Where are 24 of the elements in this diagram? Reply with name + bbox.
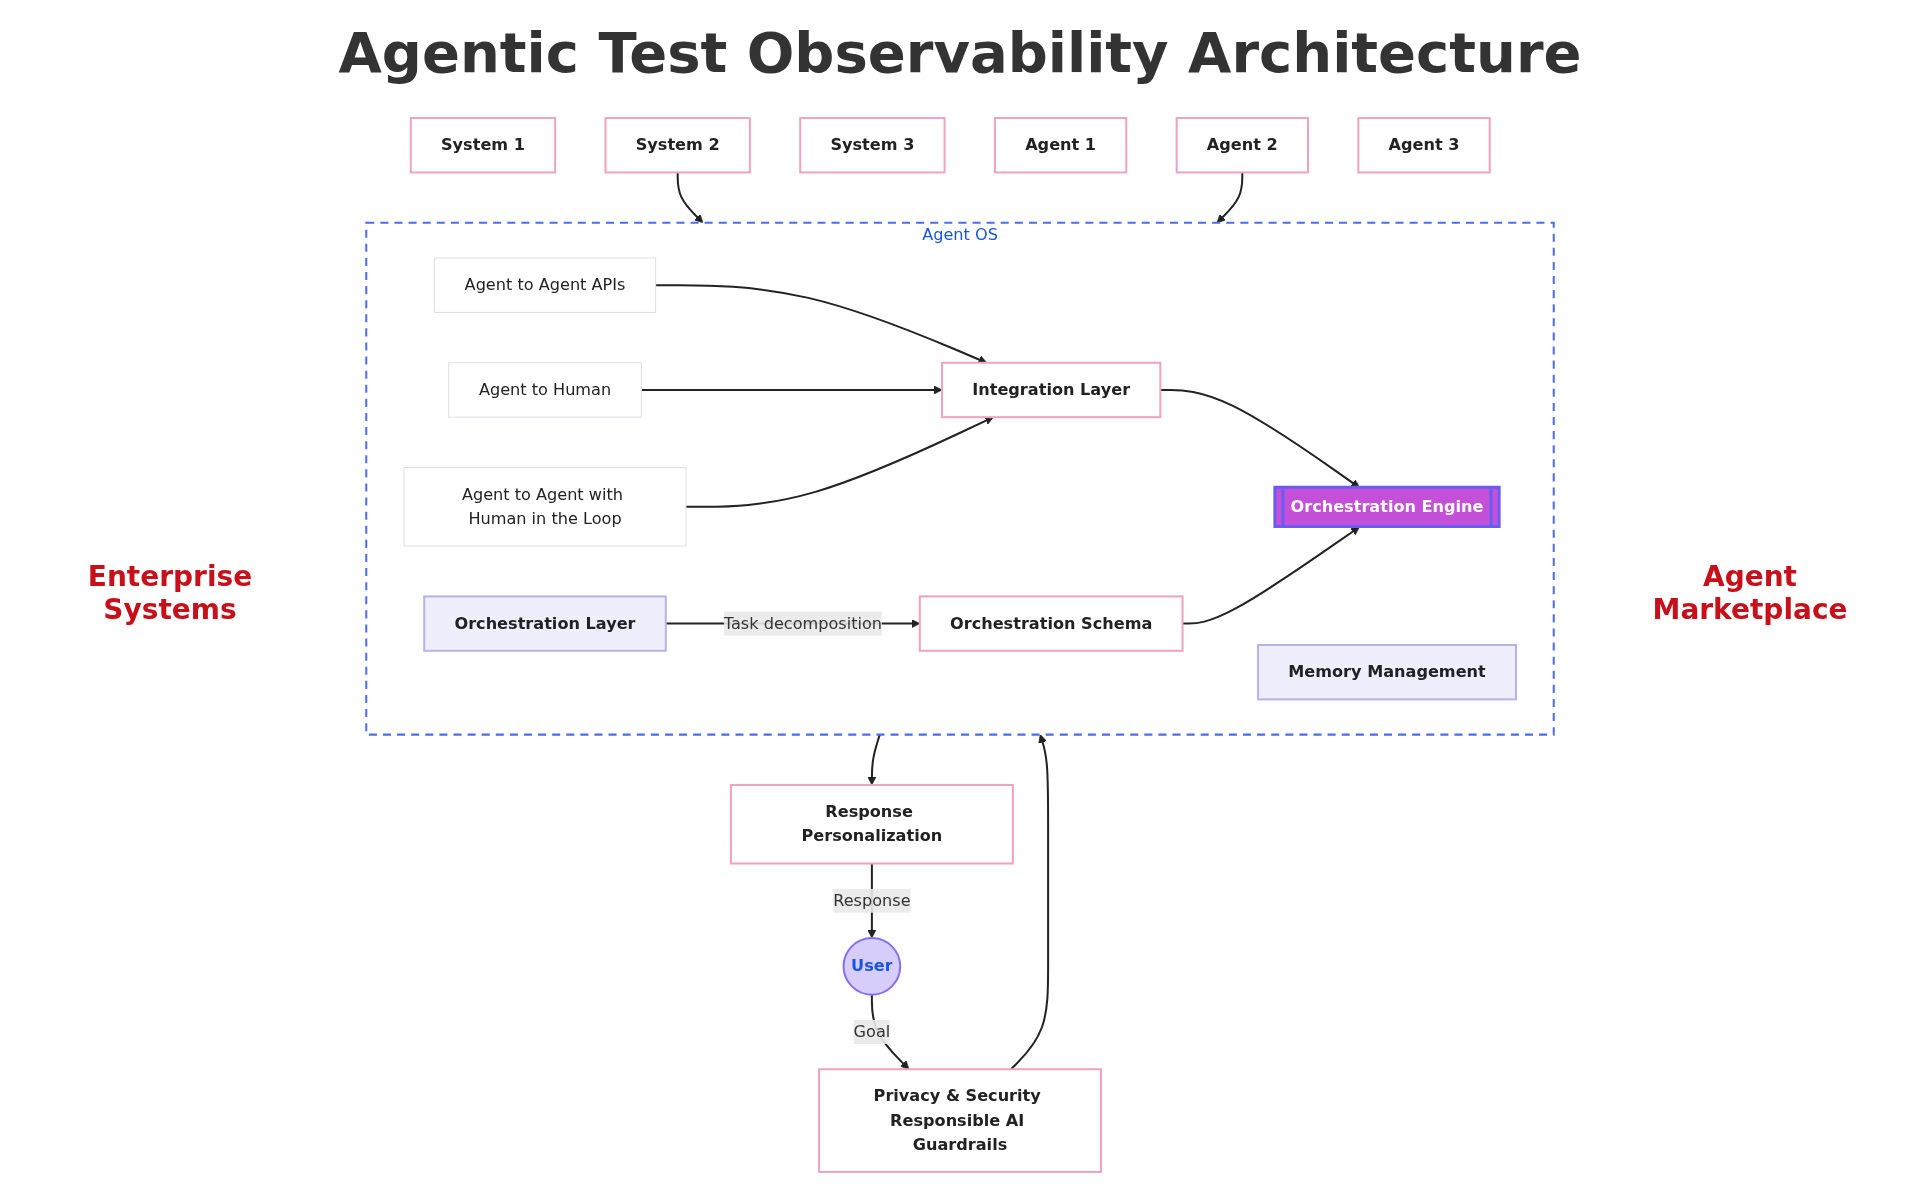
edge-label: Task decomposition [723,613,883,633]
node-circle: User [842,937,902,996]
node-box: Agent 3 [1357,117,1491,174]
edge-label: Response [833,890,911,910]
node-box: Orchestration Schema [918,595,1184,652]
node-box: Integration Layer [941,361,1162,419]
node-box: Agent to Human [448,362,642,418]
node-box: Orchestration Layer [423,595,667,652]
node-box: System 1 [409,117,557,174]
group-caption: Enterprise Systems [86,560,254,626]
node-box: Privacy & Security Responsible AI Guardrails [818,1068,1102,1173]
arrow [641,385,943,395]
arrow [1010,734,1050,1070]
node-box: Agent to Agent APIs [433,257,657,313]
node-box: Agent 1 [993,117,1128,174]
node-box: Agent to Agent with Human in the Loop [403,467,687,547]
node-box: Memory Management [1257,644,1517,701]
node-box: Response Personalization [729,783,1014,865]
node-box: System 2 [604,117,751,174]
edge-label: Goal [853,1021,891,1042]
diagram-title: Agentic Test Observability Architecture [337,20,1583,85]
group-caption: Agent Marketplace [1651,560,1849,626]
node-box: Agent 2 [1175,117,1309,174]
node-box: System 3 [799,117,946,174]
